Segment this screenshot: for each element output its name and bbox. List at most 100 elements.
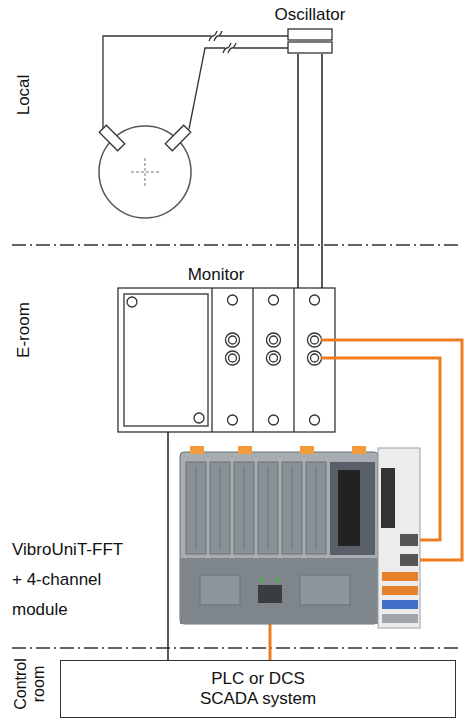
zone-label: E-room: [15, 290, 34, 370]
monitor-rack: [311, 336, 319, 344]
controller-illustration: [306, 462, 326, 554]
signal-cable: [321, 54, 323, 288]
zone-label: Control room: [12, 651, 47, 717]
probe-wire: [214, 31, 222, 41]
controller-illustration: [234, 462, 254, 554]
monitor-rack: [124, 294, 208, 426]
controller-illustration: [190, 446, 204, 454]
controller-device: VibroUniT-FFT + 4-channel module: [180, 445, 420, 630]
oscillator-symbol: [288, 42, 332, 53]
node-label: Oscillator: [275, 5, 346, 25]
monitor-rack: [228, 295, 238, 305]
monitor-rack: [226, 333, 240, 347]
signal-cable: [269, 630, 272, 660]
signal-cable: [297, 54, 299, 288]
controller-illustration: [330, 462, 375, 555]
monitor-rack: [308, 351, 322, 365]
controller-illustration: [300, 446, 314, 454]
probe-wire: [228, 43, 236, 53]
controller-illustration: [180, 452, 378, 624]
node-label: PLC or DCS SCADA system: [196, 669, 320, 710]
monitor-rack: Monitor: [118, 288, 335, 432]
zone-divider: [12, 647, 458, 649]
monitor-rack: [194, 413, 204, 423]
monitor-rack: [226, 351, 240, 365]
oscillator-box: Oscillator: [288, 28, 332, 54]
monitor-rack: [270, 354, 278, 362]
controller-illustration: [382, 586, 418, 595]
controller-illustration: [400, 534, 418, 546]
signal-cable: [167, 432, 169, 660]
zone-divider: [12, 244, 458, 246]
controller-illustration: [238, 446, 252, 454]
controller-illustration: [338, 470, 360, 546]
machine-shaft: [131, 172, 159, 173]
control-system-box: PLC or DCS SCADA system: [60, 660, 456, 718]
controller-illustration: [180, 558, 378, 624]
controller-illustration: [382, 572, 418, 581]
signal-cable: [335, 340, 462, 560]
signal-cable: [335, 358, 440, 540]
controller-illustration: [260, 578, 264, 582]
controller-illustration: [180, 446, 420, 628]
controller-illustration: [300, 575, 350, 605]
controller-illustration: [352, 446, 366, 454]
monitor-rack: [229, 354, 237, 362]
null: [316, 466, 317, 550]
machine-shaft: [99, 126, 191, 218]
controller-illustration: [276, 578, 280, 582]
monitor-rack: [269, 295, 279, 305]
oscillator-symbol: [288, 29, 332, 40]
probe-wire: [189, 48, 288, 129]
controller-illustration: [210, 462, 230, 554]
signal-stub: [321, 339, 335, 342]
null: [268, 466, 269, 550]
monitor-rack: [293, 288, 294, 432]
null: [244, 466, 245, 550]
monitor-rack: [211, 288, 212, 432]
node-label: Monitor: [188, 265, 245, 285]
probe-wire: [223, 43, 231, 53]
controller-illustration: [378, 448, 420, 628]
machine-shaft: [145, 158, 146, 186]
zone-divider: [12, 245, 458, 648]
controller-illustration: [381, 468, 395, 528]
zone-label: Local: [15, 60, 34, 130]
oscillator-symbol: [288, 29, 332, 53]
monitor-rack: [127, 297, 137, 307]
monitor-rack: [311, 354, 319, 362]
monitor-rack: [229, 336, 237, 344]
controller-illustration: [258, 585, 282, 603]
monitor-rack: [310, 295, 320, 305]
controller-illustration: [382, 600, 418, 609]
controller-illustration: [282, 462, 302, 554]
null: [220, 466, 221, 550]
vibration-probe: [99, 125, 190, 150]
monitor-rack: [270, 336, 278, 344]
controller-illustration: [382, 614, 418, 623]
monitor-rack: [310, 415, 320, 425]
controller-illustration: [186, 462, 206, 554]
signal-stub: [321, 357, 335, 360]
monitor-rack: [252, 288, 253, 432]
monitor-rack: [308, 333, 322, 347]
monitor-rack: [118, 288, 335, 432]
monitor-rack: [269, 415, 279, 425]
monitor-rack: [267, 351, 281, 365]
null: [196, 466, 316, 550]
vibration-probe: [165, 125, 190, 150]
null: [292, 466, 293, 550]
controller-illustration: [258, 462, 278, 554]
controller-illustration: [400, 554, 418, 566]
vibration-probe: [99, 125, 124, 150]
probe-wire: [103, 36, 288, 129]
probe-wire: [209, 31, 217, 41]
monitor-rack: [118, 288, 335, 432]
node-label: VibroUniT-FFT + 4-channel module: [12, 535, 136, 624]
controller-illustration: [200, 575, 240, 605]
null: [196, 466, 197, 550]
monitor-rack: [228, 415, 238, 425]
monitor-rack: [267, 333, 281, 347]
